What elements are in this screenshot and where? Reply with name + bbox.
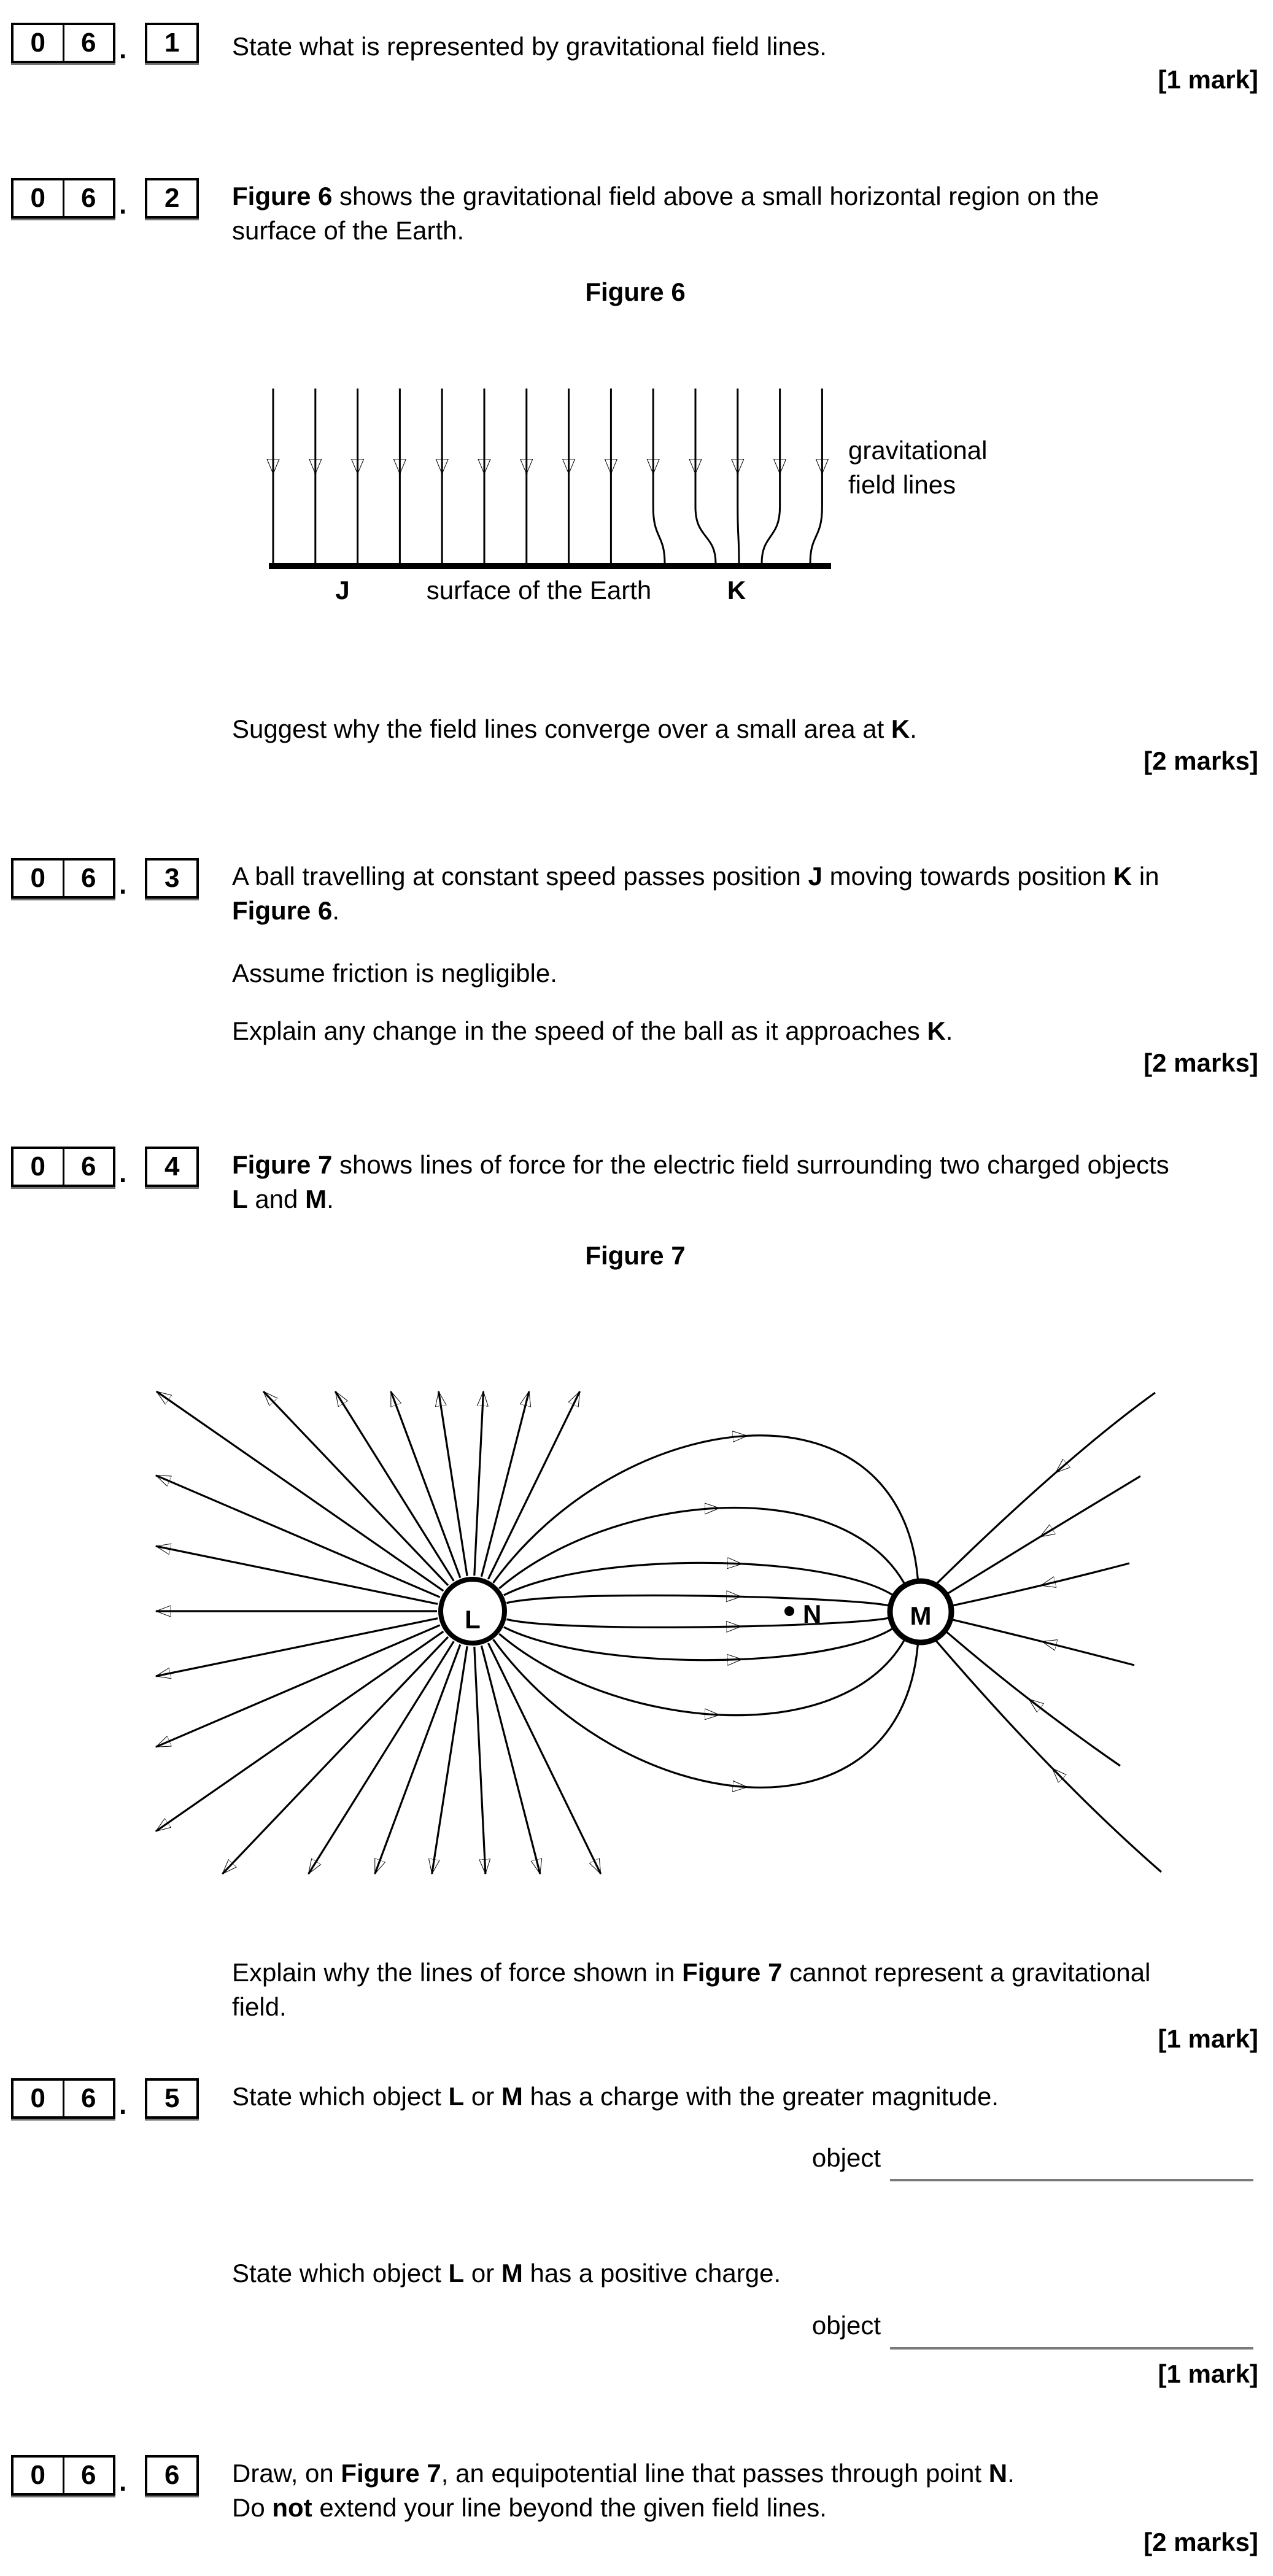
point-n-label: N xyxy=(803,1599,821,1628)
question-part-box: 4 xyxy=(145,1147,199,1187)
q4-explain-text: Explain why the lines of force shown in … xyxy=(232,1958,1151,2021)
charge-m-circle xyxy=(887,1578,954,1646)
object-answer-line-1[interactable] xyxy=(890,2179,1253,2181)
figure-6-canvas: gravitational field lines J surface of t… xyxy=(264,389,987,605)
q3-marks: [2 marks] xyxy=(1143,1048,1258,1077)
q5b-text: State which object L or M has a positive… xyxy=(232,2259,781,2288)
q2-marks: [2 marks] xyxy=(1143,746,1258,775)
field-lines-label: gravitational xyxy=(848,436,987,465)
q5-marks: [1 mark] xyxy=(1158,2359,1258,2388)
q2-suggest-text: Suggest why the field lines converge ove… xyxy=(232,714,917,743)
question-number-separator: . xyxy=(119,34,127,64)
q1-text: State what is represented by gravitation… xyxy=(232,32,827,61)
object-answer-label-1: object xyxy=(811,2143,881,2172)
question-part-box: 3 xyxy=(145,858,199,899)
q3-text: A ball travelling at constant speed pass… xyxy=(232,862,1159,925)
question-part-box: 6 xyxy=(145,2455,199,2496)
point-j-label: J xyxy=(335,576,349,605)
figure-6-caption: Figure 6 xyxy=(585,277,686,306)
question-part-box: 1 xyxy=(145,23,199,63)
question-number-separator: . xyxy=(119,190,127,220)
q6-text: Draw, on Figure 7, an equipotential line… xyxy=(232,2459,1015,2522)
field-lines-label: field lines xyxy=(848,470,956,499)
question-number-separator: . xyxy=(119,2467,127,2497)
question-part-box: 5 xyxy=(145,2078,199,2119)
question-number-separator: . xyxy=(119,870,127,900)
question-number-separator: . xyxy=(119,1158,127,1188)
q3-explain-text: Explain any change in the speed of the b… xyxy=(232,1016,953,1045)
q5-text: State which object L or M has a charge w… xyxy=(232,2082,999,2111)
point-n-dot xyxy=(784,1606,794,1616)
q3-assume-text: Assume friction is negligible. xyxy=(232,959,557,988)
q6-marks: [2 marks] xyxy=(1143,2528,1258,2556)
object-answer-label-2: object xyxy=(811,2311,881,2340)
charge-m-label: M xyxy=(910,1601,932,1630)
point-k-label: K xyxy=(727,576,746,605)
gravitational-field-lines xyxy=(273,389,822,564)
q1-marks: [1 mark] xyxy=(1158,65,1258,94)
figure-7-caption: Figure 7 xyxy=(585,1241,686,1270)
surface-label: surface of the Earth xyxy=(427,576,652,605)
charge-l-circle xyxy=(438,1577,507,1646)
figure-7-canvas[interactable]: L M N xyxy=(147,1384,1175,1881)
q4-marks: [1 mark] xyxy=(1158,2024,1258,2053)
charge-l-label: L xyxy=(465,1605,481,1634)
object-answer-line-2[interactable] xyxy=(890,2347,1253,2350)
q4-text: Figure 7 shows lines of force for the el… xyxy=(232,1150,1169,1213)
question-part-box: 2 xyxy=(145,178,199,219)
electric-field-lines xyxy=(156,1391,1163,1874)
question-number-separator: . xyxy=(119,2090,127,2120)
q2-text: Figure 6 shows the gravitational field a… xyxy=(232,182,1099,245)
